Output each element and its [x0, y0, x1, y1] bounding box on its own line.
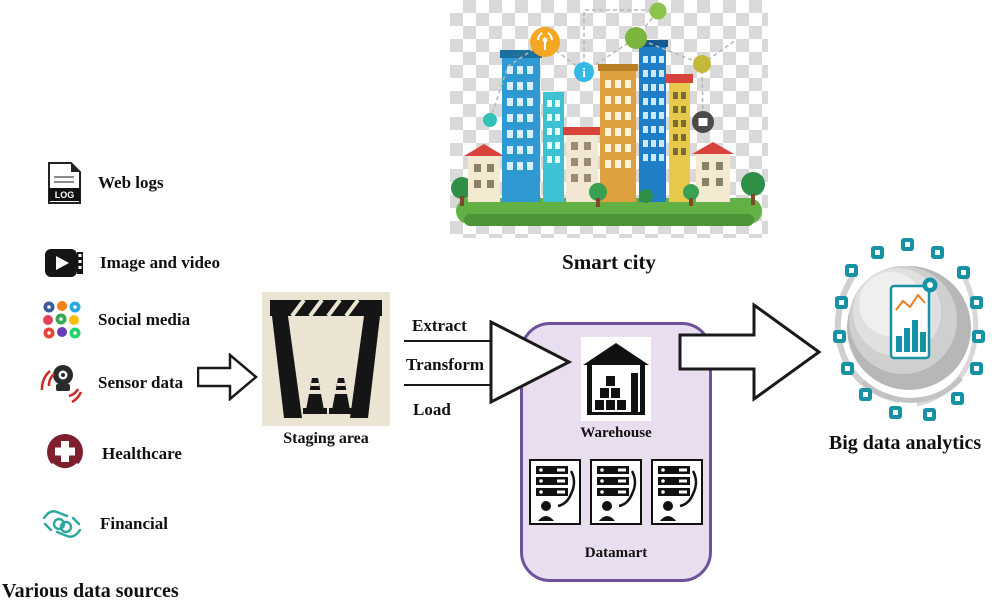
smart-city-illustration: i	[450, 0, 768, 238]
source-label-web-logs: Web logs	[98, 173, 164, 192]
source-item-sensor-data: Sensor data	[36, 362, 183, 404]
arrow-warehouse-to-analytics-icon	[678, 302, 822, 402]
green-node-small-icon	[649, 2, 667, 20]
web-logs-icon-text: LOG	[55, 190, 75, 200]
green-node-icon	[625, 27, 647, 49]
traffic-cone-icon	[329, 378, 353, 414]
datamart-icon	[529, 459, 581, 525]
etl-arrow-shaft-bottom	[404, 384, 494, 386]
datamart-icon	[590, 459, 642, 525]
arrow-sources-to-staging-icon	[197, 353, 258, 401]
financial-icon	[42, 510, 82, 538]
healthcare-icon	[47, 434, 83, 471]
source-label-sensor-data: Sensor data	[98, 373, 184, 392]
source-label-image-video: Image and video	[100, 253, 220, 272]
web-logs-icon: LOG	[48, 162, 81, 204]
staging-area-label: Staging area	[283, 430, 369, 447]
big-data-sphere-illustration	[833, 238, 985, 421]
source-item-financial: Financial	[40, 502, 168, 546]
etl-step-transform: Transform	[406, 355, 485, 374]
datamart-label: Datamart	[584, 545, 648, 561]
warehouse-icon	[581, 337, 651, 421]
source-item-image-video: Image and video	[44, 248, 220, 278]
source-label-healthcare: Healthcare	[102, 444, 182, 463]
source-label-social-media: Social media	[98, 310, 191, 329]
social-media-icon	[43, 301, 81, 339]
analytics-bar-chart-icon	[896, 320, 926, 352]
etl-arrow-shaft-top	[404, 340, 494, 342]
source-item-healthcare: Healthcare	[44, 432, 182, 476]
big-data-analytics-label: Big data analytics	[828, 432, 982, 454]
sources-title: Various data sources	[2, 580, 179, 602]
smart-city-label: Smart city	[562, 250, 656, 274]
datamart-icon	[651, 459, 703, 525]
source-item-web-logs: LOG Web logs	[46, 162, 164, 204]
video-icon	[45, 249, 83, 277]
sensor-icon	[40, 365, 82, 404]
olive-node-icon	[693, 55, 711, 73]
arrow-etl-to-warehouse-icon	[489, 320, 573, 404]
datamart-icons-row	[529, 459, 703, 525]
staging-area-illustration	[262, 292, 390, 426]
etl-step-extract: Extract	[412, 316, 467, 335]
source-item-social-media: Social media	[42, 300, 190, 340]
etl-step-load: Load	[413, 400, 451, 419]
warehouse-label: Warehouse	[580, 425, 652, 441]
traffic-cone-icon	[303, 378, 327, 414]
source-label-financial: Financial	[100, 514, 169, 533]
info-node-icon	[574, 62, 594, 82]
teal-node-icon	[483, 113, 497, 127]
info-node-glyph: i	[582, 65, 586, 80]
